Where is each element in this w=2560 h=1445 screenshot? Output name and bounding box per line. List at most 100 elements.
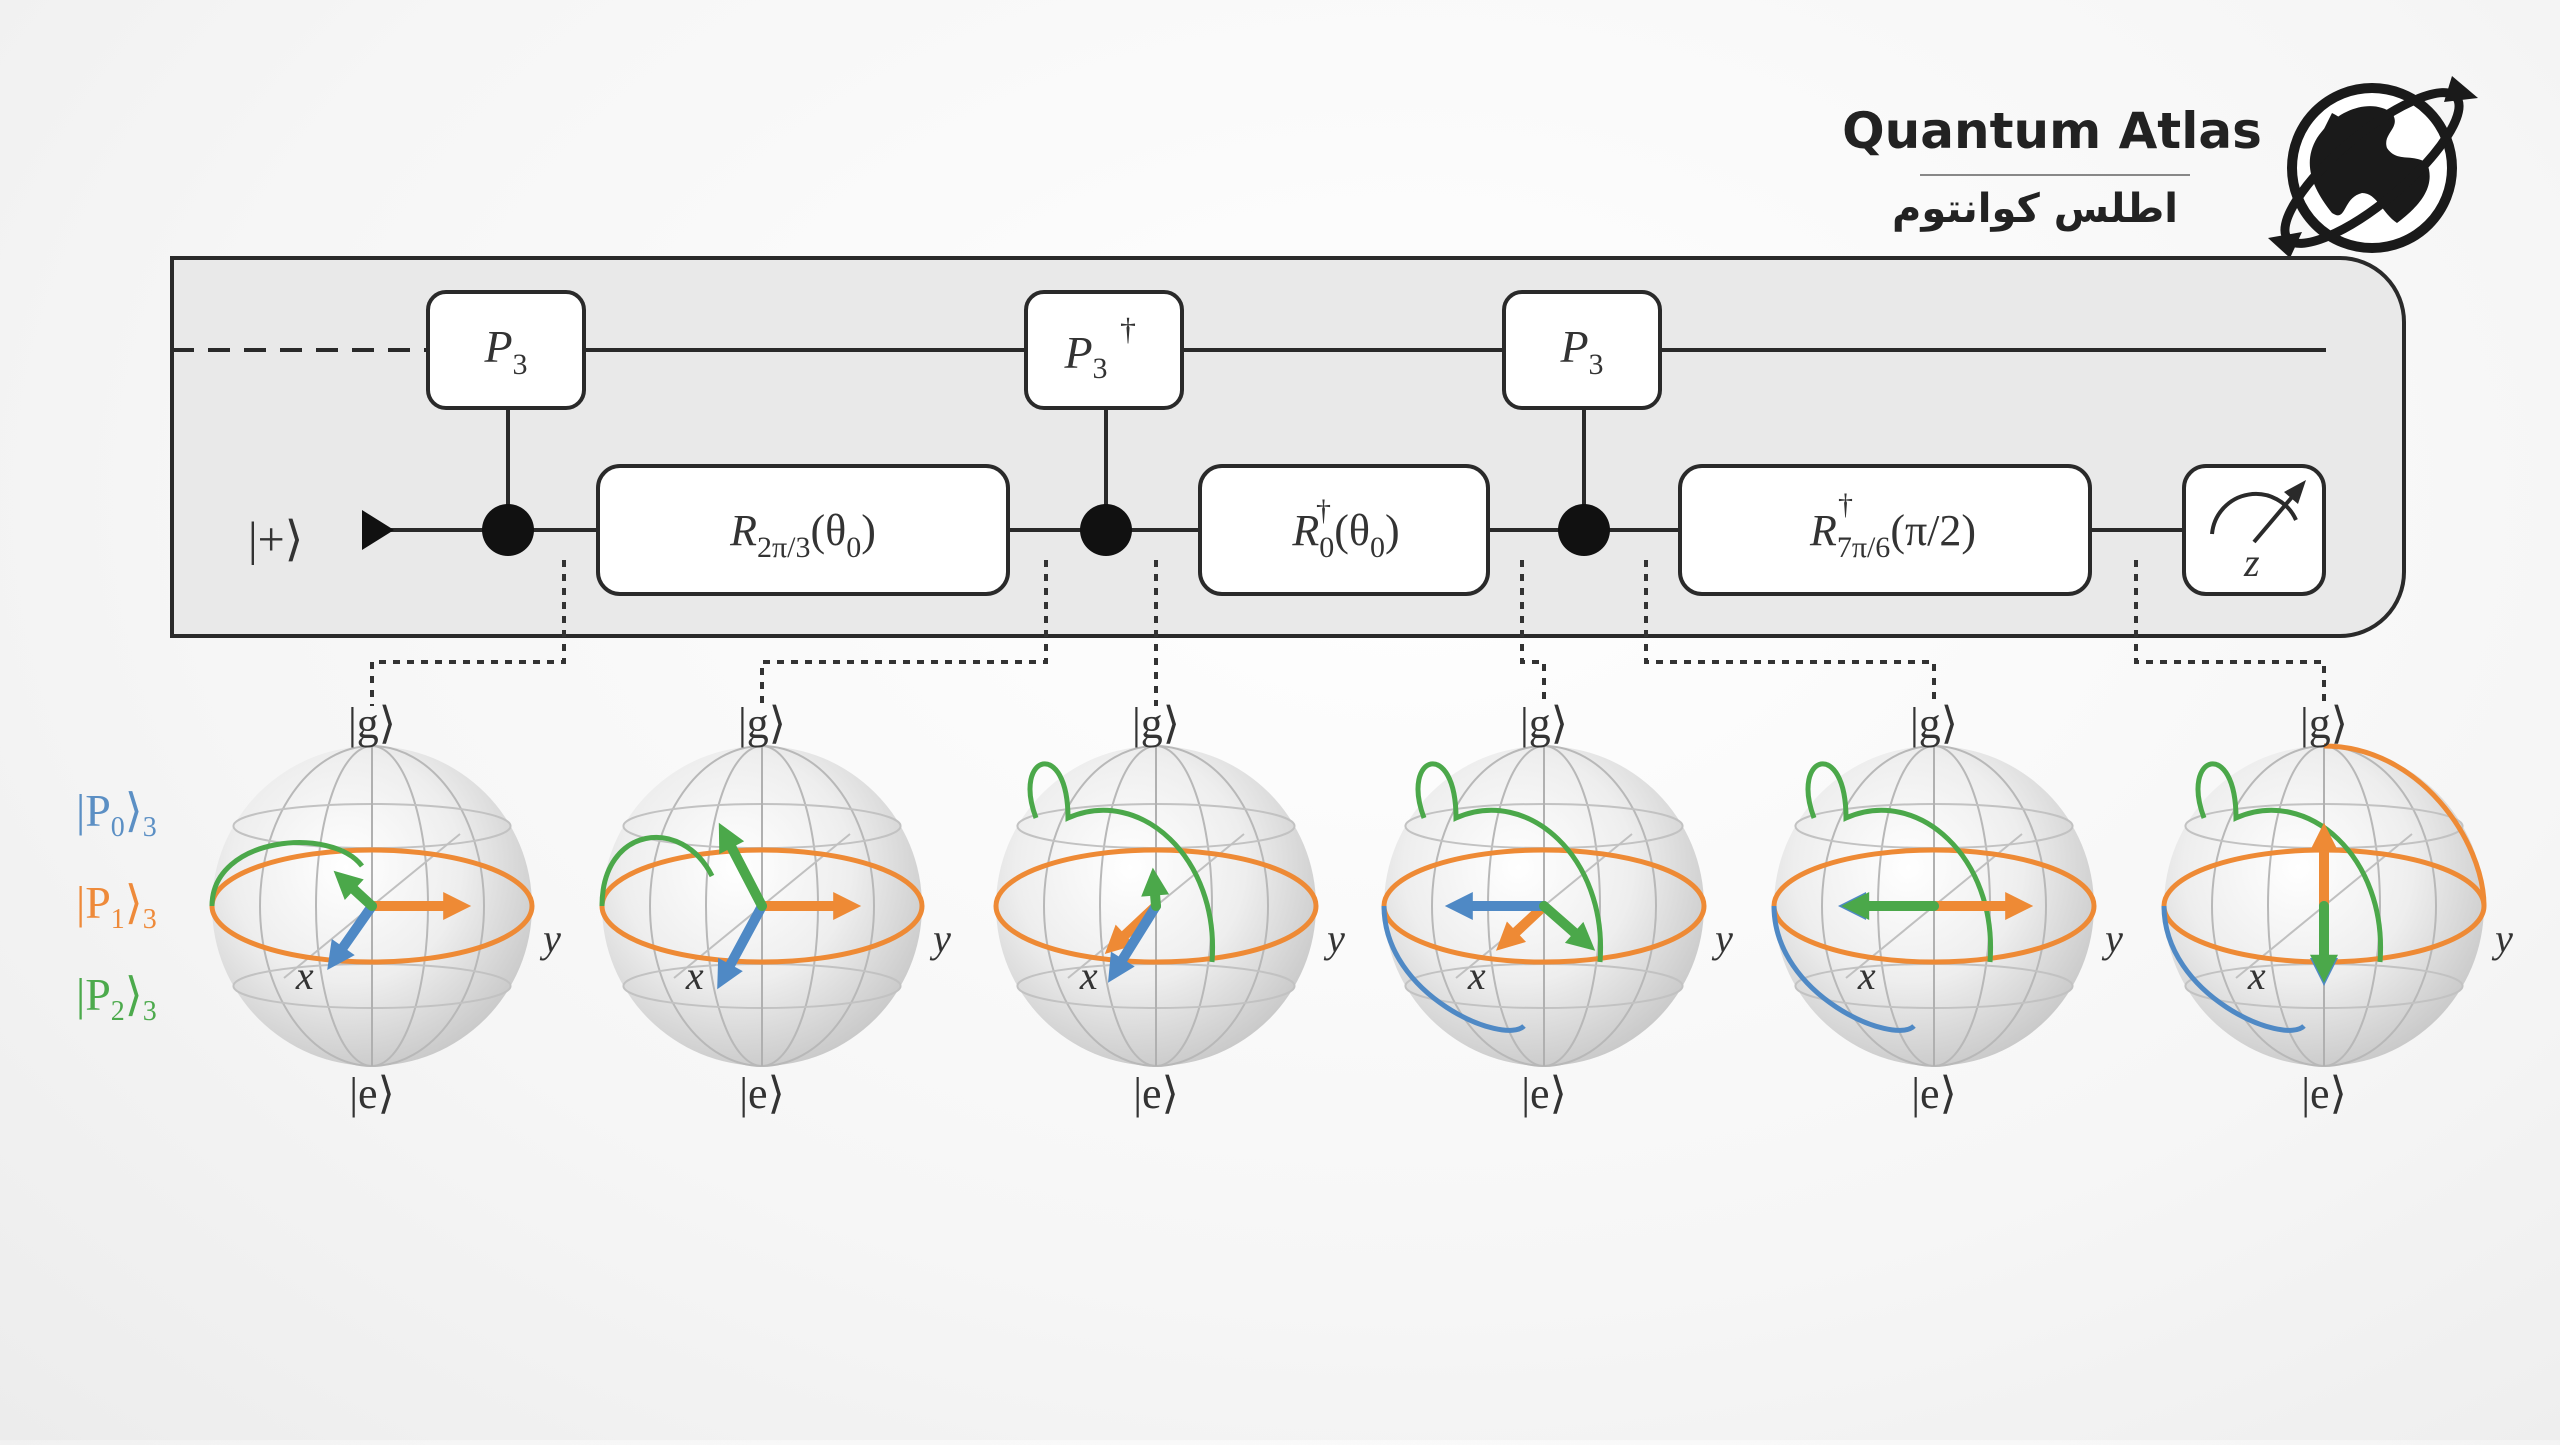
y-axis-label: y	[2101, 916, 2123, 961]
p0-state-arrow	[1117, 901, 1161, 965]
x-axis-label: x	[1079, 953, 1098, 998]
rotation-gate-2: R0(θ0) †	[1198, 464, 1490, 596]
p2-state-arrow-head	[1564, 921, 1596, 951]
rotation-gate-1: R2π/3(θ0)	[596, 464, 1010, 596]
excited-state-label: |e⟩	[739, 1069, 785, 1118]
bloch-sphere-1: |g⟩ |e⟩ x y	[209, 699, 561, 1118]
p2-trajectory	[1415, 761, 1604, 963]
measurement-meter: z	[2182, 464, 2326, 596]
gate-label: R7π/6(π/2)	[1809, 506, 1976, 564]
dagger-label: †	[1838, 488, 1853, 521]
p1-state-arrow-head	[443, 892, 472, 920]
bloch-sphere-row: |g⟩ |e⟩ x y |g⟩ |e⟩ x y |g⟩ |e⟩ x y |g⟩ |e⟩ x y |g⟩ |e⟩ x y…	[209, 699, 2513, 1118]
p-gate-box	[1024, 290, 1184, 410]
p2-state-arrow-head	[1841, 892, 1870, 920]
legend-p1: |P1⟩3	[76, 877, 157, 935]
r-gate-box	[596, 464, 1010, 596]
ground-state-label: |g⟩	[738, 699, 786, 748]
controlled-p-gate-1: P3	[426, 290, 586, 556]
p1-state-arrow-head	[2005, 892, 2034, 920]
p1-trajectory	[993, 847, 1319, 965]
y-axis-label: y	[1711, 916, 1733, 961]
p2-state-arrow	[349, 884, 377, 911]
p0-state-arrow	[338, 901, 377, 953]
state-legend: |P0⟩3 |P1⟩3 |P2⟩3	[76, 785, 157, 1027]
p1-state-arrow-head	[2310, 822, 2338, 851]
x-axis-label: x	[1467, 953, 1486, 998]
p2-state-arrow	[726, 842, 767, 911]
p1-state-arrow-head	[833, 892, 862, 920]
ground-state-label: |g⟩	[1520, 699, 1568, 748]
p1-trajectory-arc	[2323, 743, 2487, 907]
x-axis-label: x	[1857, 953, 1876, 998]
y-axis-label: y	[929, 916, 951, 961]
legend-p2: |P2⟩3	[76, 969, 157, 1027]
control-dot	[1558, 504, 1610, 556]
excited-state-label: |e⟩	[1521, 1069, 1567, 1118]
bloch-sphere-3: |g⟩ |e⟩ x y	[993, 699, 1345, 1118]
excited-state-label: |e⟩	[1911, 1069, 1957, 1118]
meter-arc-icon	[2210, 491, 2298, 535]
p2-trajectory	[1027, 761, 1216, 963]
gate-label: P3	[483, 321, 527, 381]
r-gate-box	[1198, 464, 1490, 596]
input-arrow-icon	[362, 510, 394, 550]
brand-name-en: Quantum Atlas	[1842, 102, 2262, 160]
ground-state-label: |g⟩	[348, 699, 396, 748]
p-gate-box	[1502, 290, 1662, 410]
p2-state-arrow	[1150, 890, 1161, 911]
y-axis-label: y	[2491, 916, 2513, 961]
snapshot-connectors	[370, 560, 2326, 706]
measurement-basis-label: z	[2243, 540, 2260, 585]
p2-trajectory	[2195, 761, 2384, 963]
gate-label: P3	[1063, 327, 1107, 385]
gate-label: R2π/3(θ0)	[729, 506, 876, 564]
controlled-p-dagger-gate: P3 †	[1024, 290, 1184, 556]
circuit-diagram: |+⟩ P3 P3 † P3 R2π/3(θ0)	[170, 256, 2406, 706]
globe-orbit-icon	[2268, 76, 2478, 258]
y-axis-label: y	[539, 916, 561, 961]
p2-state-arrow-head	[333, 870, 364, 901]
x-axis-label: x	[295, 953, 314, 998]
ground-state-label: |g⟩	[2300, 699, 2348, 748]
y-axis-label: y	[1323, 916, 1345, 961]
r-gate-box	[1678, 464, 2092, 596]
p0-trajectory	[2161, 905, 2306, 1033]
brand: Quantum Atlas اطلس کوانتوم	[1842, 76, 2478, 258]
excited-state-label: |e⟩	[1133, 1069, 1179, 1118]
bloch-sphere-5: |g⟩ |e⟩ x y	[1771, 699, 2123, 1118]
p2-state-arrow	[1539, 901, 1580, 938]
p2-state-arrow-head	[2310, 954, 2338, 983]
dagger-label: †	[1316, 494, 1331, 527]
p-gate-box	[426, 290, 586, 410]
p2-state-arrow-head	[1141, 867, 1170, 897]
bloch-sphere-2: |g⟩ |e⟩ x y	[599, 699, 951, 1118]
control-dot	[1080, 504, 1132, 556]
p2-trajectory	[1805, 761, 1994, 963]
controlled-p-gate-2: P3	[1502, 290, 1662, 556]
ground-state-label: |g⟩	[1910, 699, 1958, 748]
p2-trajectory	[209, 840, 364, 907]
p1-state-arrow-head	[1496, 921, 1527, 951]
ground-state-label: |g⟩	[1132, 699, 1180, 748]
p2-state-arrow-head	[718, 822, 745, 855]
gate-label: R0(θ0)	[1291, 506, 1399, 564]
p0-state-arrow	[725, 901, 767, 970]
x-axis-label: x	[685, 953, 704, 998]
legend-p0: |P0⟩3	[76, 785, 157, 843]
p0-state-arrow-head	[327, 939, 355, 970]
x-axis-label: x	[2247, 953, 2266, 998]
bloch-sphere-6: |g⟩ |e⟩ x y	[2161, 699, 2513, 1118]
excited-state-label: |e⟩	[2301, 1069, 2347, 1118]
p0-state-arrow-head	[1444, 892, 1473, 920]
control-dot	[482, 504, 534, 556]
dagger-label: †	[1120, 311, 1136, 347]
excited-state-label: |e⟩	[349, 1069, 395, 1118]
p0-state-arrow-head	[1108, 951, 1135, 983]
bloch-sphere-4: |g⟩ |e⟩ x y	[1381, 699, 1733, 1118]
p2-trajectory	[599, 834, 715, 907]
input-state-label: |+⟩	[248, 513, 303, 566]
brand-name-fa: اطلس کوانتوم	[1892, 186, 2178, 232]
